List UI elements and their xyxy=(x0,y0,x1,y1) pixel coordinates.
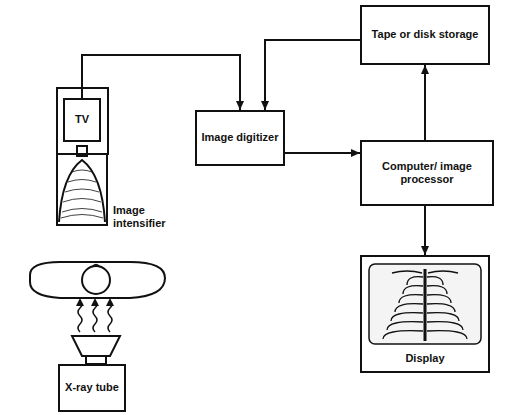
connector-arrow xyxy=(424,65,426,140)
display-box: Display xyxy=(360,255,490,373)
xray-tube-head xyxy=(72,336,120,356)
node-text: TV xyxy=(72,113,92,126)
process-box: Image digitizer xyxy=(195,110,285,166)
node-text: Image digitizer xyxy=(198,131,281,144)
part-label: Image intensifier xyxy=(113,204,173,229)
intensifier-bell xyxy=(59,160,105,222)
patient-head xyxy=(82,266,110,294)
tv-box: TV xyxy=(63,98,101,142)
node-text: X-ray tube xyxy=(62,381,122,394)
patient-body xyxy=(30,262,165,298)
connector-arrow xyxy=(82,55,240,110)
connector-arrow xyxy=(424,206,426,255)
xray-beams xyxy=(78,302,112,332)
xray-tube-box: X-ray tube xyxy=(58,364,126,412)
tv-housing xyxy=(57,88,108,154)
intensifier-housing xyxy=(57,154,107,225)
process-box: Computer/ image processor xyxy=(360,140,494,206)
connector-arrow xyxy=(265,40,360,110)
node-text: Tape or disk storage xyxy=(369,28,482,41)
node-text: Computer/ image processor xyxy=(362,160,492,186)
connector-arrow xyxy=(285,152,360,154)
storage-box: Tape or disk storage xyxy=(360,5,490,65)
node-text: Display xyxy=(402,352,447,365)
